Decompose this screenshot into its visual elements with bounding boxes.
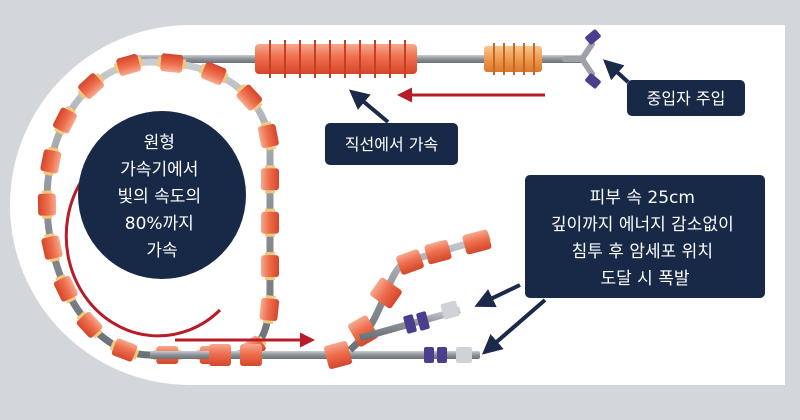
ring-magnet xyxy=(157,53,187,73)
ring-magnet xyxy=(77,72,105,100)
linear-accelerator xyxy=(135,29,601,89)
ring-magnet xyxy=(41,232,63,263)
ring-magnet xyxy=(37,190,57,219)
treatment-room-label: 피부 속 25cm 깊이까지 에너지 감소없이 침투 후 암세포 위치 도달 시… xyxy=(525,175,765,298)
synchrotron-ring xyxy=(37,53,280,364)
ring-magnet xyxy=(261,252,279,281)
linac-pointer xyxy=(348,89,390,124)
ring-magnets xyxy=(37,53,280,364)
ring-magnet xyxy=(259,295,280,324)
svg-text:원형 가속기에서 빛의 속도의: 원형 가속기에서 빛의 속도의 80%까지 가속 xyxy=(117,133,206,261)
ring-magnet xyxy=(236,83,263,112)
pre-accelerator xyxy=(484,43,542,75)
ion-source-injector xyxy=(562,29,601,89)
linac-cavity xyxy=(255,40,417,78)
linear-acceleration-label: 직선에서 가속 xyxy=(325,123,458,165)
ring-magnet xyxy=(53,105,77,136)
ring-magnet xyxy=(261,165,279,194)
ring-magnet xyxy=(261,208,279,237)
circular-accelerator-label: 원형 가속기에서 빛의 속도의 80%까지 가속 xyxy=(78,111,246,279)
ring-magnet xyxy=(109,338,140,362)
ring-magnet xyxy=(113,53,144,76)
injection-label: 중입자 주입 xyxy=(627,80,745,116)
svg-text:중입자 주입: 중입자 주입 xyxy=(647,89,726,108)
beam-transport-line xyxy=(150,229,492,370)
ring-magnet xyxy=(53,273,78,304)
ring-magnet xyxy=(40,146,62,177)
ring-magnet xyxy=(198,61,229,85)
ring-magnet xyxy=(76,311,103,339)
ring-magnet xyxy=(257,121,279,151)
treatment-pointer-upper xyxy=(474,283,521,308)
svg-text:피부 속 25cm 깊이까지 에너지 감소없이: 피부 속 25cm 깊이까지 에너지 감소없이 침투 후 암세포 위치 도달 시… xyxy=(551,188,739,289)
injection-pointer xyxy=(603,59,630,84)
treatment-pointer-lower xyxy=(481,298,547,355)
svg-text:직선에서 가속: 직선에서 가속 xyxy=(345,135,438,154)
